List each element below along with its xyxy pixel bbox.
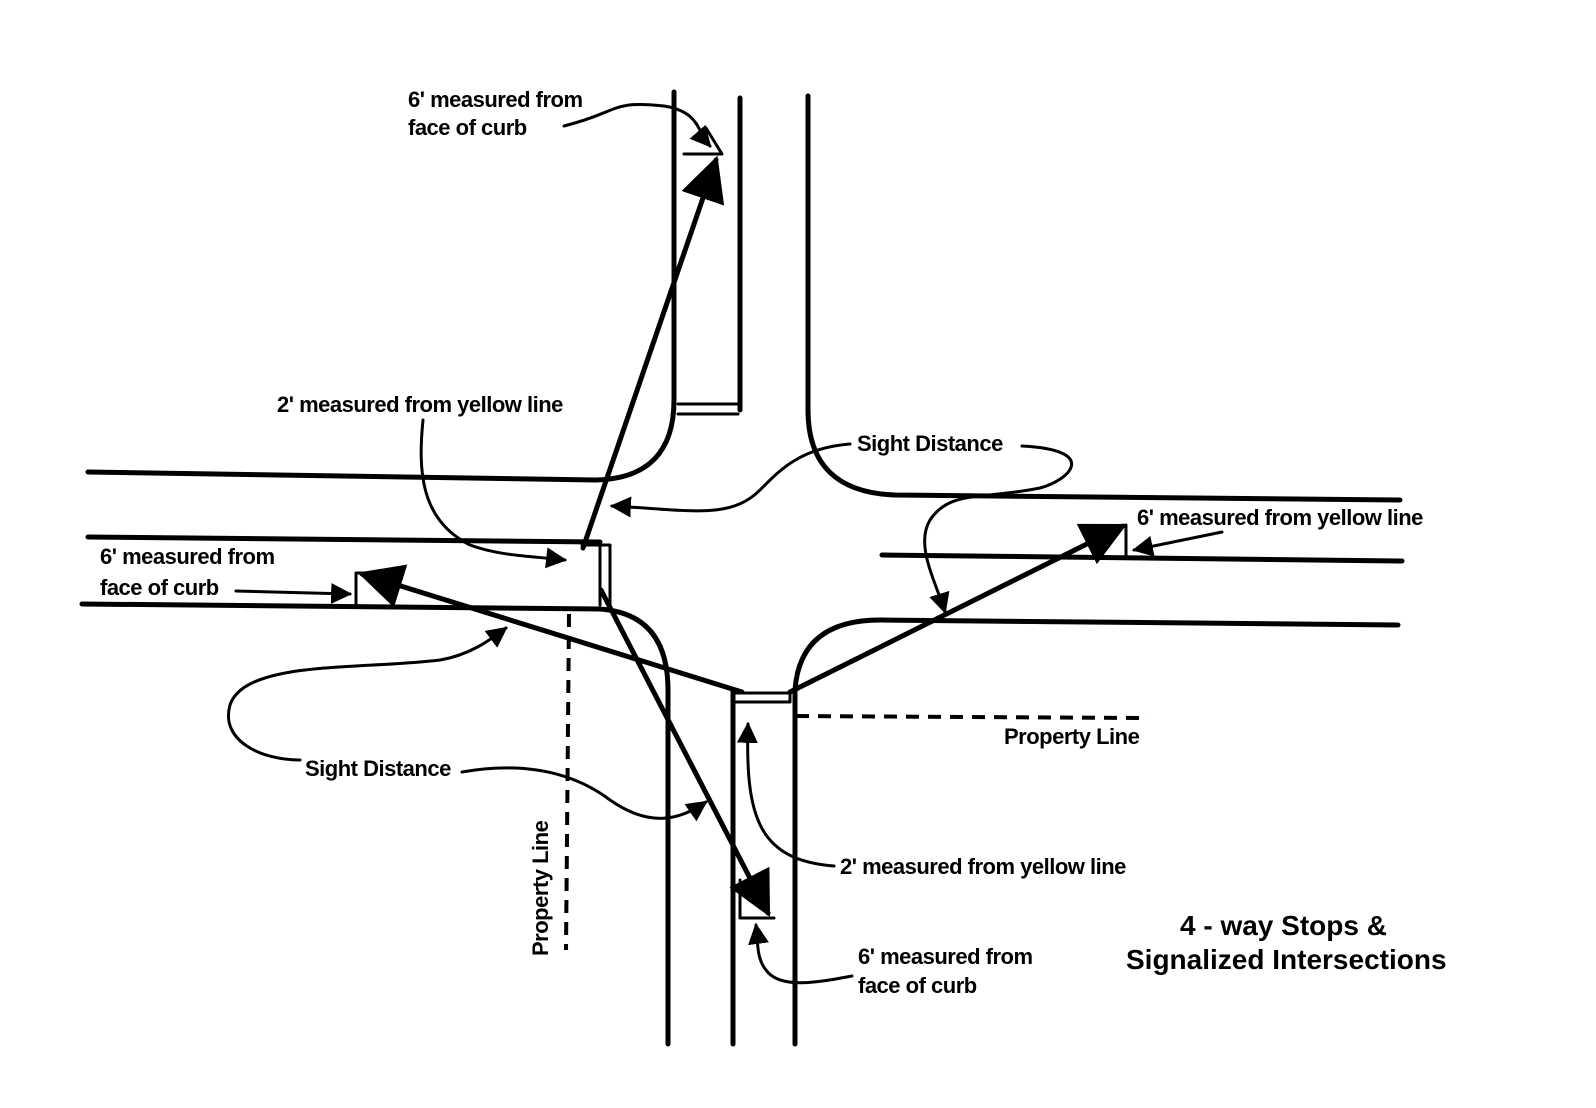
leader-top-yellow xyxy=(419,418,568,569)
title-line-2: Signalized Intersections xyxy=(1126,944,1447,975)
north-setback-box xyxy=(682,126,724,156)
north-east-curb xyxy=(805,93,1403,503)
label-right-yellow: 6' measured from yellow line xyxy=(1137,505,1423,530)
leader-left-curb xyxy=(234,583,353,604)
leader-sight-upper-right xyxy=(923,444,1074,615)
label-sight-distance-upper: Sight Distance xyxy=(857,431,1003,456)
label-top-curb-1: 6' measured from xyxy=(408,87,583,112)
leader-sight-upper xyxy=(609,442,852,518)
sight-line-nw-to-north xyxy=(580,155,725,551)
sight-line-se-to-east xyxy=(787,523,1128,695)
leaders xyxy=(227,102,1224,985)
sight-line-se-to-west xyxy=(357,564,745,695)
sight-line-nw-to-south xyxy=(598,587,771,917)
label-top-yellow: 2' measured from yellow line xyxy=(277,392,563,417)
label-property-line-vertical: Property Line xyxy=(528,820,553,956)
property-line-vertical xyxy=(564,613,571,951)
leader-sight-lower-left xyxy=(227,626,508,762)
nw-corner-box xyxy=(580,543,612,607)
leader-top-curb xyxy=(562,102,712,148)
property-line-horizontal xyxy=(795,714,1149,720)
west-south-curb xyxy=(79,601,671,1047)
label-bottom-curb-1: 6' measured from xyxy=(858,944,1033,969)
label-sight-distance-lower: Sight Distance xyxy=(305,756,451,781)
label-left-curb-1: 6' measured from xyxy=(100,544,275,569)
leader-bottom-yellow xyxy=(736,721,836,868)
label-bottom-yellow: 2' measured from yellow line xyxy=(840,854,1126,879)
leader-bottom-curb xyxy=(748,922,854,985)
label-left-curb-2: face of curb xyxy=(100,575,219,600)
north-sidewalk-end xyxy=(676,402,740,416)
east-road xyxy=(792,552,1405,1047)
north-road xyxy=(85,89,1403,503)
east-center-line xyxy=(879,552,1405,564)
west-center-line xyxy=(85,534,603,545)
north-west-curb xyxy=(85,89,677,483)
leader-right-yellow xyxy=(1131,530,1224,557)
leader-sight-lower-right xyxy=(460,766,708,822)
label-property-line-horizontal: Property Line xyxy=(1004,724,1140,749)
west-road xyxy=(79,534,671,1047)
east-south-curb xyxy=(792,617,1401,1047)
label-top-curb-2: face of curb xyxy=(408,115,527,140)
label-bottom-curb-2: face of curb xyxy=(858,973,977,998)
title-line-1: 4 - way Stops & xyxy=(1180,910,1387,941)
sight-lines xyxy=(357,155,1128,917)
se-corner-box xyxy=(733,691,792,704)
